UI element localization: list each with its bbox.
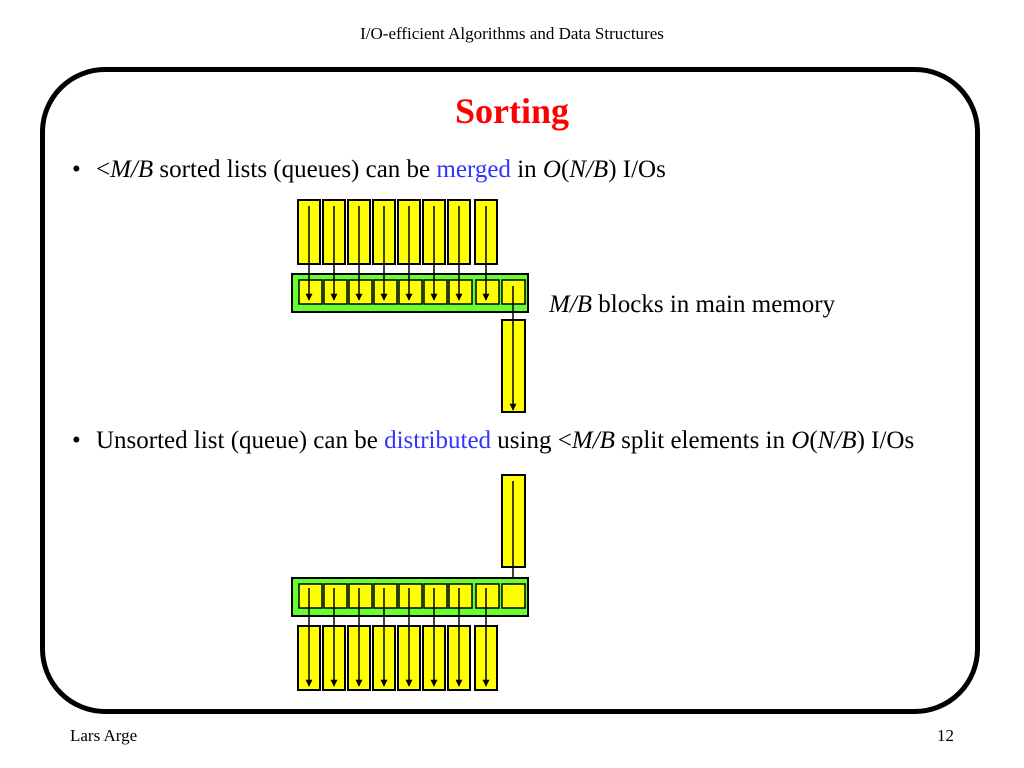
memory-block: [323, 279, 348, 305]
memory-block: [475, 583, 500, 609]
bullet-merge: • <M/B sorted lists (queues) can be merg…: [72, 152, 952, 188]
memory-block: [373, 583, 398, 609]
memory-block: [348, 279, 373, 305]
memory-block: [448, 279, 473, 305]
memory-block: [373, 279, 398, 305]
memory-label: M/B blocks in main memory: [549, 291, 836, 318]
memory-block: [298, 583, 323, 609]
memory-block: [423, 279, 448, 305]
merge-arrows: [305, 206, 490, 301]
memory-block: [501, 583, 526, 609]
memory-block: [448, 583, 473, 609]
memory-block: [423, 583, 448, 609]
page-number: 12: [937, 726, 954, 745]
merge-main-memory: [291, 273, 529, 313]
header-title: I/O-efficient Algorithms and Data Struct…: [360, 24, 664, 43]
memory-block: [298, 279, 323, 305]
bullet-distribute: • Unsorted list (queue) can be distribut…: [72, 423, 952, 459]
memory-block: [398, 279, 423, 305]
slide-title: Sorting: [454, 91, 569, 131]
distribute-arrows: [305, 588, 490, 687]
footer-author: Lars Arge: [70, 726, 138, 745]
bullet-marker: •: [72, 427, 81, 454]
distributed-highlight: distributed: [384, 427, 492, 454]
distribute-main-memory: [291, 577, 529, 617]
memory-block: [348, 583, 373, 609]
merged-highlight: merged: [436, 156, 511, 183]
memory-block: [323, 583, 348, 609]
slide-frame: [40, 67, 980, 714]
bullet-marker: •: [72, 156, 81, 183]
merge-input-queues: [297, 199, 498, 265]
distribute-output-queues: [297, 625, 498, 691]
memory-block: [398, 583, 423, 609]
memory-block: [475, 279, 500, 305]
